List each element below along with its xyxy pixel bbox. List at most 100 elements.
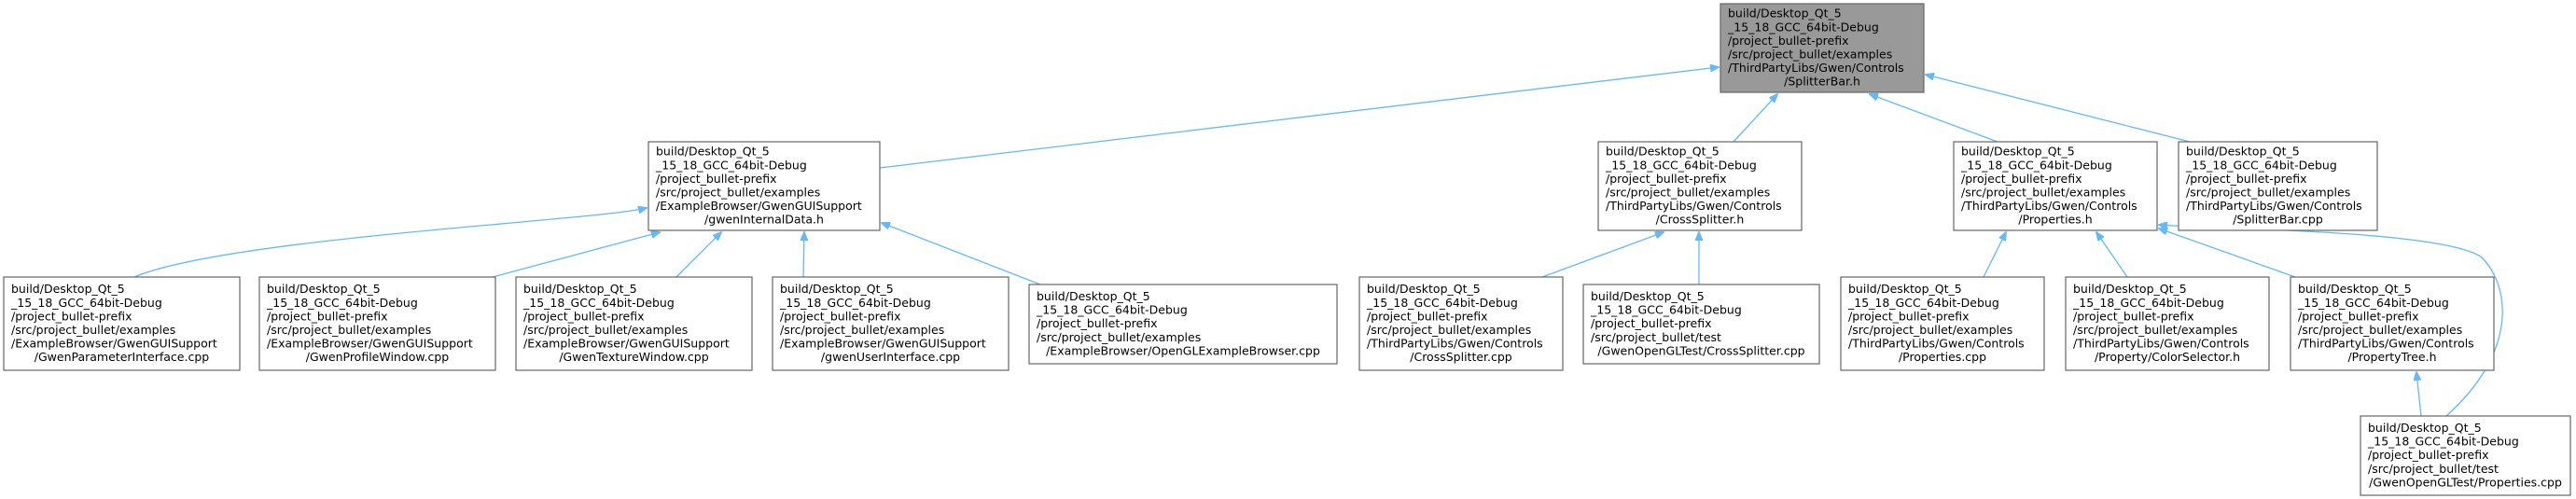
node-ColorSelector[interactable]: build/Desktop_Qt_5_15_18_GCC_64bit-Debug… [2065,276,2270,371]
node-box [1028,284,1338,365]
node-label-line: /src/project_bullet/examples [2073,323,2237,337]
node-label-line: /src/project_bullet/examples [656,186,820,200]
node-label-line: /project_bullet-prefix [2298,309,2419,323]
node-box [2065,276,2270,371]
node-label-line: build/Desktop_Qt_5 [2073,282,2187,296]
node-label-line: /src/project_bullet/examples [780,323,944,337]
node-PropertyTree[interactable]: build/Desktop_Qt_5_15_18_GCC_64bit-Debug… [2290,276,2495,371]
node-label-line: /src/project_bullet/examples [1848,323,2012,337]
node-box [2178,141,2378,231]
node-label-line: build/Desktop_Qt_5 [2186,145,2300,159]
node-label-line: _15_18_GCC_64bit-Debug [1847,296,1999,310]
node-label-line: _15_18_GCC_64bit-Debug [1727,20,1879,34]
node-label-line: /SplitterBar.cpp [2233,213,2323,227]
node-label-line: /GwenOpenGLTest/CrossSplitter.cpp [1597,343,1804,357]
node-label-line: /project_bullet-prefix [1606,172,1727,186]
node-label-line: _15_18_GCC_64bit-Debug [1590,303,1742,317]
node-label-line: /ThirdPartyLibs/Gwen/Controls [2186,199,2362,213]
node-box [515,276,753,371]
node-label-line: /ThirdPartyLibs/Gwen/Controls [2073,337,2249,351]
node-label-line: /project_bullet-prefix [1728,34,1849,48]
node-label-line: /project_bullet-prefix [2368,448,2489,462]
node-label-line: _15_18_GCC_64bit-Debug [655,158,807,172]
node-GwenOpenGLTestCrossSplitter[interactable]: build/Desktop_Qt_5_15_18_GCC_64bit-Debug… [1582,284,1820,365]
node-label-line: /project_bullet-prefix [1848,309,1970,323]
node-label-line: /ExampleBrowser/GwenGUISupport [780,337,986,351]
node-box [2290,276,2495,371]
node-label-line: _15_18_GCC_64bit-Debug [1036,303,1188,317]
node-label-line: /ExampleBrowser/GwenGUISupport [267,337,473,351]
node-label-line: _15_18_GCC_64bit-Debug [266,296,418,310]
edge-GwenProfileWindow-to-gwenInternalData [492,232,660,278]
node-label-line: _15_18_GCC_64bit-Debug [2072,296,2224,310]
node-label-line: /src/project_bullet/examples [1728,48,1892,62]
node-gwenInternalData[interactable]: build/Desktop_Qt_5_15_18_GCC_64bit-Debug… [647,141,881,231]
node-label-line: /src/project_bullet/examples [523,323,688,337]
edge-ColorSelector-to-PropertiesH [2096,232,2128,278]
node-label-line: /project_bullet-prefix [267,309,388,323]
node-label-line: /ExampleBrowser/OpenGLExampleBrowser.cpp [1046,343,1320,357]
node-GwenProfileWindow[interactable]: build/Desktop_Qt_5_15_18_GCC_64bit-Debug… [258,276,496,371]
node-GwenTextureWindow[interactable]: build/Desktop_Qt_5_15_18_GCC_64bit-Debug… [515,276,753,371]
node-label-line: /src/project_bullet/examples [1037,330,1201,344]
node-PropertiesCpp[interactable]: build/Desktop_Qt_5_15_18_GCC_64bit-Debug… [1840,276,2045,371]
edge-GwenParameterInterface-to-gwenInternalData [133,208,647,278]
node-CrossSplitterH[interactable]: build/Desktop_Qt_5_15_18_GCC_64bit-Debug… [1597,141,1803,231]
node-label-line: /src/project_bullet/examples [1961,186,2125,200]
node-label-line: /ThirdPartyLibs/Gwen/Controls [2298,337,2474,351]
node-label-line: _15_18_GCC_64bit-Debug [2297,296,2449,310]
node-gwenUserInterface[interactable]: build/Desktop_Qt_5_15_18_GCC_64bit-Debug… [772,276,1010,371]
node-label-line: build/Desktop_Qt_5 [523,282,637,296]
edge-gwenUserInterface-to-gwenInternalData [803,232,804,278]
node-label-line: /src/project_bullet/test [1591,330,1721,344]
node-label-line: build/Desktop_Qt_5 [780,282,894,296]
node-label-line: build/Desktop_Qt_5 [11,282,125,296]
node-SplitterBarCpp[interactable]: build/Desktop_Qt_5_15_18_GCC_64bit-Debug… [2178,141,2378,231]
node-label-line: _15_18_GCC_64bit-Debug [2185,158,2337,172]
node-label-line: /ThirdPartyLibs/Gwen/Controls [1848,337,2025,351]
node-label-line: /ExampleBrowser/GwenGUISupport [523,337,730,351]
node-label-line: build/Desktop_Qt_5 [656,145,770,159]
node-label-line: /ThirdPartyLibs/Gwen/Controls [1961,199,2137,213]
node-label-line: /src/project_bullet/examples [11,323,175,337]
node-label-line: /ExampleBrowser/GwenGUISupport [656,199,862,213]
node-box [1582,284,1820,365]
node-label-line: build/Desktop_Qt_5 [1367,282,1481,296]
node-label-line: build/Desktop_Qt_5 [2368,421,2482,435]
node-label-line: _15_18_GCC_64bit-Debug [2367,435,2519,449]
node-label-line: /project_bullet-prefix [1961,172,2082,186]
node-label-line: /Properties.h [2018,213,2092,227]
node-root[interactable]: build/Desktop_Qt_5_15_18_GCC_64bit-Debug… [1720,3,1925,93]
node-label-line: _15_18_GCC_64bit-Debug [1605,158,1757,172]
node-label-line: /project_bullet-prefix [1591,316,1712,330]
edge-CrossSplitterCpp-to-CrossSplitterH [1541,232,1664,278]
edge-OpenGLExampleBrowser-to-gwenInternalData [882,223,1041,285]
edge-GwenTextureWindow-to-gwenInternalData [675,232,721,278]
node-label-line: /project_bullet-prefix [2073,309,2194,323]
node-OpenGLExampleBrowser[interactable]: build/Desktop_Qt_5_15_18_GCC_64bit-Debug… [1028,284,1338,365]
node-label-line: build/Desktop_Qt_5 [1728,7,1842,21]
node-label-line: /project_bullet-prefix [11,309,132,323]
node-label-line: build/Desktop_Qt_5 [1606,145,1720,159]
node-label-line: /PropertyTree.h [2347,350,2436,364]
node-label-line: /CrossSplitter.cpp [1410,350,1512,364]
node-GwenParameterInterface[interactable]: build/Desktop_Qt_5_15_18_GCC_64bit-Debug… [3,276,241,371]
node-PropertiesH[interactable]: build/Desktop_Qt_5_15_18_GCC_64bit-Debug… [1953,141,2158,231]
edge-PropertiesH-to-root [1870,94,1998,143]
node-label-line: /ThirdPartyLibs/Gwen/Controls [1606,199,1782,213]
node-box [2360,415,2571,496]
node-label-line: _15_18_GCC_64bit-Debug [1960,158,2112,172]
node-label-line: /ExampleBrowser/GwenGUISupport [11,337,217,351]
node-label-line: /project_bullet-prefix [1367,309,1488,323]
node-label-line: /ThirdPartyLibs/Gwen/Controls [1728,61,1904,75]
node-label-line: _15_18_GCC_64bit-Debug [522,296,675,310]
node-label-line: /src/project_bullet/test [2368,462,2499,476]
node-label-line: _15_18_GCC_64bit-Debug [10,296,162,310]
node-label-line: /GwenProfileWindow.cpp [306,350,450,364]
node-CrossSplitterCpp[interactable]: build/Desktop_Qt_5_15_18_GCC_64bit-Debug… [1358,276,1564,371]
node-label-line: /Properties.cpp [1899,350,1986,364]
node-label-line: /project_bullet-prefix [656,172,777,186]
node-GwenOpenGLTestProperties[interactable]: build/Desktop_Qt_5_15_18_GCC_64bit-Debug… [2360,415,2571,496]
node-label-line: /GwenTextureWindow.cpp [559,350,708,364]
